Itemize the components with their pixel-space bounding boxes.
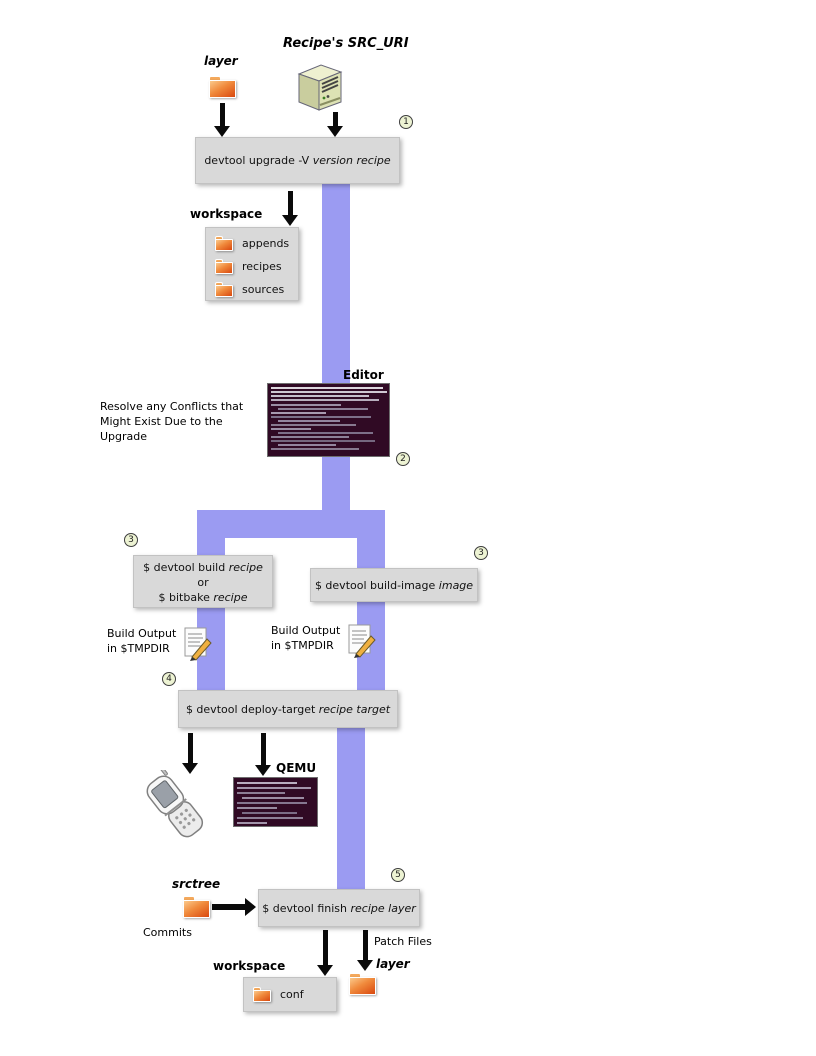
arrow-srcuri-to-upgrade	[327, 112, 343, 137]
arrow-srctree-to-finish	[212, 898, 256, 916]
workspace-item-recipes: recipes	[206, 255, 298, 278]
step-3-right-badge: 3	[474, 546, 488, 560]
workspace-box: appends recipes sources	[205, 227, 299, 301]
arrow-deploy-to-device	[182, 733, 198, 774]
folder-icon	[215, 282, 233, 297]
folder-icon	[253, 986, 271, 1002]
arrow-upgrade-to-workspace	[282, 191, 298, 226]
layer-bottom-folder-icon	[349, 973, 376, 995]
build-command-line1: $ devtool build recipe	[143, 561, 263, 574]
flow-pipe-split-horizontal	[197, 510, 385, 538]
step-5-badge: 5	[391, 868, 405, 882]
workspace-top-label: workspace	[190, 207, 263, 221]
layer-bottom-label: layer	[376, 957, 410, 971]
workspace-item-appends: appends	[206, 232, 298, 255]
build-command-or: or	[197, 576, 209, 589]
workspace-item-label: recipes	[242, 260, 282, 273]
patch-files-label: Patch Files	[374, 935, 432, 948]
folder-icon	[215, 259, 233, 274]
conf-box: conf	[243, 977, 337, 1012]
conf-item: conf	[244, 984, 336, 1004]
document-pencil-icon	[346, 623, 378, 659]
server-icon	[289, 60, 347, 112]
layer-folder-icon	[209, 76, 236, 98]
workspace-item-sources: sources	[206, 278, 298, 301]
step-1-badge: 1	[399, 115, 413, 129]
finish-command-box: $ devtool finish recipe layer	[258, 889, 420, 927]
folder-icon	[215, 236, 233, 251]
arrow-finish-to-workspace	[317, 930, 333, 976]
workspace-item-label: sources	[242, 283, 285, 296]
arrow-layer-to-upgrade	[214, 103, 230, 137]
qemu-terminal-screenshot	[233, 777, 318, 827]
deploy-command-text: $ devtool deploy-target recipe target	[185, 702, 391, 716]
build-output-left-note: Build Output in $TMPDIR	[107, 627, 177, 655]
document-pencil-icon	[182, 626, 214, 662]
recipe-src-uri-label: Recipe's SRC_URI	[283, 36, 409, 51]
qemu-label: QEMU	[276, 761, 317, 775]
build-image-command-box: $ devtool build-image image	[310, 568, 478, 602]
upgrade-command-text: devtool upgrade -V version recipe	[204, 154, 391, 167]
srctree-folder-icon	[183, 896, 210, 918]
finish-command-text: $ devtool finish recipe layer	[262, 901, 416, 915]
flow-pipe-lower-right	[337, 724, 365, 892]
build-image-command-text: $ devtool build-image image	[314, 578, 474, 592]
flip-phone-icon	[143, 770, 209, 844]
step-4-badge: 4	[162, 672, 176, 686]
workspace-item-label: appends	[242, 237, 290, 250]
build-command-line2: $ bitbake recipe	[158, 591, 248, 604]
srctree-label: srctree	[172, 877, 221, 891]
conf-item-label: conf	[280, 987, 304, 1001]
layer-top-label: layer	[204, 54, 238, 68]
editor-terminal-screenshot	[267, 383, 390, 457]
workspace-bottom-label: workspace	[213, 959, 286, 973]
step-3-left-badge: 3	[124, 533, 138, 547]
arrow-deploy-to-qemu	[255, 733, 271, 776]
resolve-conflicts-note: Resolve any Conflicts that Might Exist D…	[100, 400, 244, 443]
build-output-right-note: Build Output in $TMPDIR	[271, 624, 341, 652]
commits-label: Commits	[143, 926, 192, 939]
flow-pipe-main-vertical	[322, 162, 350, 538]
step-2-badge: 2	[396, 452, 410, 466]
upgrade-command-box: devtool upgrade -V version recipe	[195, 137, 400, 184]
build-command-box: $ devtool build recipe or $ bitbake reci…	[133, 555, 273, 608]
deploy-command-box: $ devtool deploy-target recipe target	[178, 690, 398, 728]
editor-label: Editor	[343, 368, 384, 382]
arrow-finish-to-layer	[357, 930, 373, 971]
